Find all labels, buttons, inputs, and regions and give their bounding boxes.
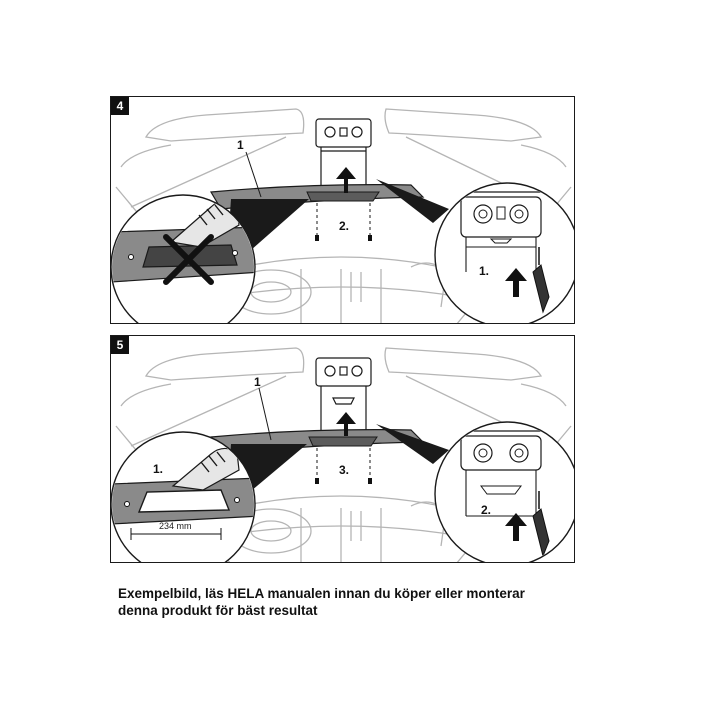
right-detail-circle [434, 182, 574, 323]
push-step-label: 3. [339, 463, 349, 477]
right-detail-circle [434, 421, 574, 562]
right-callout-wedge [376, 179, 449, 223]
caption-line-1: Exempelbild, läs HELA manualen innan du … [118, 586, 525, 601]
push-up-arrow [336, 412, 356, 436]
part-number-label: 1 [237, 138, 244, 152]
screw-marker-left [315, 478, 319, 484]
step-number-badge: 5 [111, 336, 129, 354]
screw-guide-lines [316, 448, 371, 478]
step-4-panel: 4 [110, 96, 575, 324]
screw-marker-right [368, 235, 372, 241]
part-leader-line [258, 387, 272, 441]
disclaimer-caption: Exempelbild, läs HELA manualen innan du … [118, 585, 588, 619]
step-5-panel: 5 [110, 335, 575, 563]
right-callout-wedge [376, 424, 449, 464]
inset-step-label: 1. [153, 462, 163, 476]
step-number-badge: 4 [111, 97, 129, 115]
overhead-console [315, 357, 372, 437]
overhead-console [315, 118, 372, 189]
measurement-label: 234 mm [159, 521, 192, 531]
screw-marker-right [368, 478, 372, 484]
step-4-illustration: 1 2. [111, 108, 574, 323]
screw-step-label: 1. [479, 264, 489, 278]
screw-marker-left [315, 235, 319, 241]
wrong-method-x [163, 234, 214, 285]
push-step-label: 2. [339, 219, 349, 233]
part-leader-line [245, 151, 262, 198]
left-detail-circle [111, 194, 256, 323]
left-detail-circle [111, 431, 256, 562]
push-up-arrow [336, 167, 356, 193]
screw-step-label: 2. [481, 503, 491, 517]
step-5-illustration: 1 3. 1. 234 mm [111, 347, 574, 562]
part-number-label: 1 [254, 375, 261, 389]
screw-guide-lines [316, 203, 371, 235]
caption-line-2: denna produkt för bäst resultat [118, 603, 318, 618]
